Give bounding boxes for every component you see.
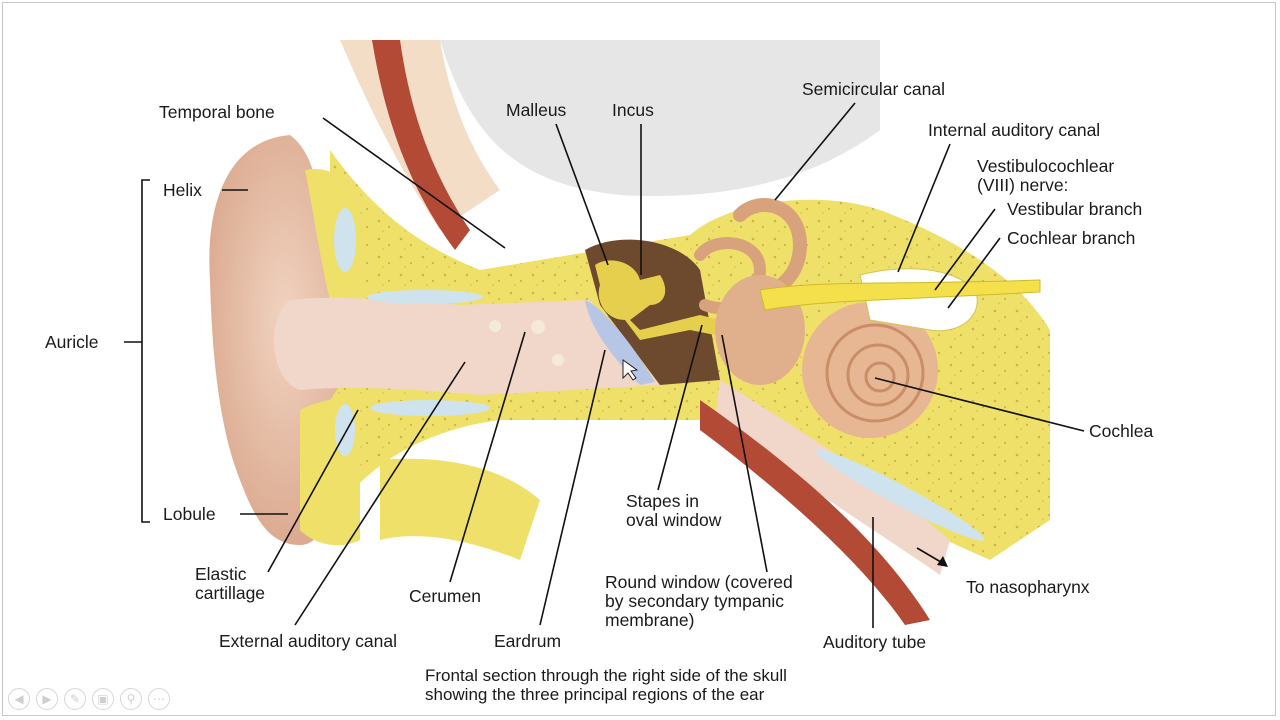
- auditory-tube-shape: [715, 380, 950, 575]
- cerumen-blob-3: [552, 354, 564, 366]
- prev-icon[interactable]: ◀: [8, 688, 30, 710]
- label-auditory-tube: Auditory tube: [823, 632, 927, 652]
- label-auricle: Auricle: [45, 332, 99, 352]
- figure-caption: Frontal section through the right side o…: [425, 666, 787, 704]
- caption-line2: showing the three principal regions of t…: [425, 685, 765, 704]
- cartilage-oval-1: [334, 208, 356, 272]
- label-nerve-line1: Vestibulocochlear: [977, 156, 1115, 176]
- label-helix: Helix: [163, 180, 202, 200]
- label-lobule: Lobule: [163, 504, 216, 524]
- external-canal-shape: [273, 297, 660, 395]
- label-elastic-line2: cartillage: [195, 583, 266, 603]
- cochlea-turn-2: [825, 323, 925, 423]
- label-incus: Incus: [612, 100, 654, 120]
- vestibulocochlear-nerve-shape: [759, 279, 1041, 311]
- save-icon[interactable]: ▣: [92, 688, 114, 710]
- pen-icon[interactable]: ✎: [64, 688, 86, 710]
- label-internal-auditory-canal: Internal auditory canal: [928, 120, 1101, 140]
- leader-lines: [222, 102, 1085, 628]
- cranial-cavity: [440, 40, 880, 197]
- label-cochlear-branch: Cochlear branch: [1007, 228, 1136, 248]
- label-elastic-line1: Elastic: [195, 564, 247, 584]
- label-round-window-line1: Round window (covered: [605, 572, 793, 592]
- cartilage-oval-2: [335, 404, 355, 456]
- canal-cartilage-top: [367, 290, 483, 304]
- more-icon[interactable]: ⋯: [148, 688, 170, 710]
- ossicles-shape: [595, 260, 720, 340]
- zoom-icon[interactable]: ⚲: [120, 688, 142, 710]
- cochlea-turn-3: [846, 343, 910, 407]
- label-external-auditory-canal: External auditory canal: [219, 631, 398, 651]
- cerumen-blob-1: [489, 320, 501, 332]
- lower-skin: [380, 458, 540, 560]
- label-to-nasopharynx: To nasopharynx: [966, 577, 1090, 597]
- label-cerumen: Cerumen: [409, 586, 481, 606]
- tube-cartilage: [815, 449, 985, 541]
- label-cochlea: Cochlea: [1089, 421, 1154, 441]
- cochlea-turn-4: [864, 361, 896, 393]
- canal-cartilage-bottom: [370, 400, 490, 416]
- label-stapes-line1: Stapes in: [626, 491, 699, 511]
- label-semicircular-canal: Semicircular canal: [802, 79, 945, 99]
- label-eardrum: Eardrum: [494, 631, 562, 651]
- eardrum-shape: [585, 300, 655, 385]
- label-round-window-line2: by secondary tympanic: [605, 591, 784, 611]
- label-vestibular-branch: Vestibular branch: [1007, 199, 1143, 219]
- slide-nav-toolbar: ◀ ▶ ✎ ▣ ⚲ ⋯: [8, 688, 170, 710]
- temporal-muscle: [372, 40, 470, 250]
- cerumen-blob-2: [531, 320, 545, 334]
- label-malleus: Malleus: [506, 100, 567, 120]
- caption-line1: Frontal section through the right side o…: [425, 666, 787, 685]
- label-temporal-bone: Temporal bone: [159, 102, 275, 122]
- cursor-icon: [622, 359, 639, 381]
- nasopharynx-arrowhead: [937, 556, 948, 567]
- label-nerve-line2: (VIII) nerve:: [977, 175, 1069, 195]
- label-round-window-line3: membrane): [605, 610, 695, 630]
- next-icon[interactable]: ▶: [36, 688, 58, 710]
- label-stapes-line2: oval window: [626, 510, 722, 530]
- auricle-bracket: [141, 179, 150, 523]
